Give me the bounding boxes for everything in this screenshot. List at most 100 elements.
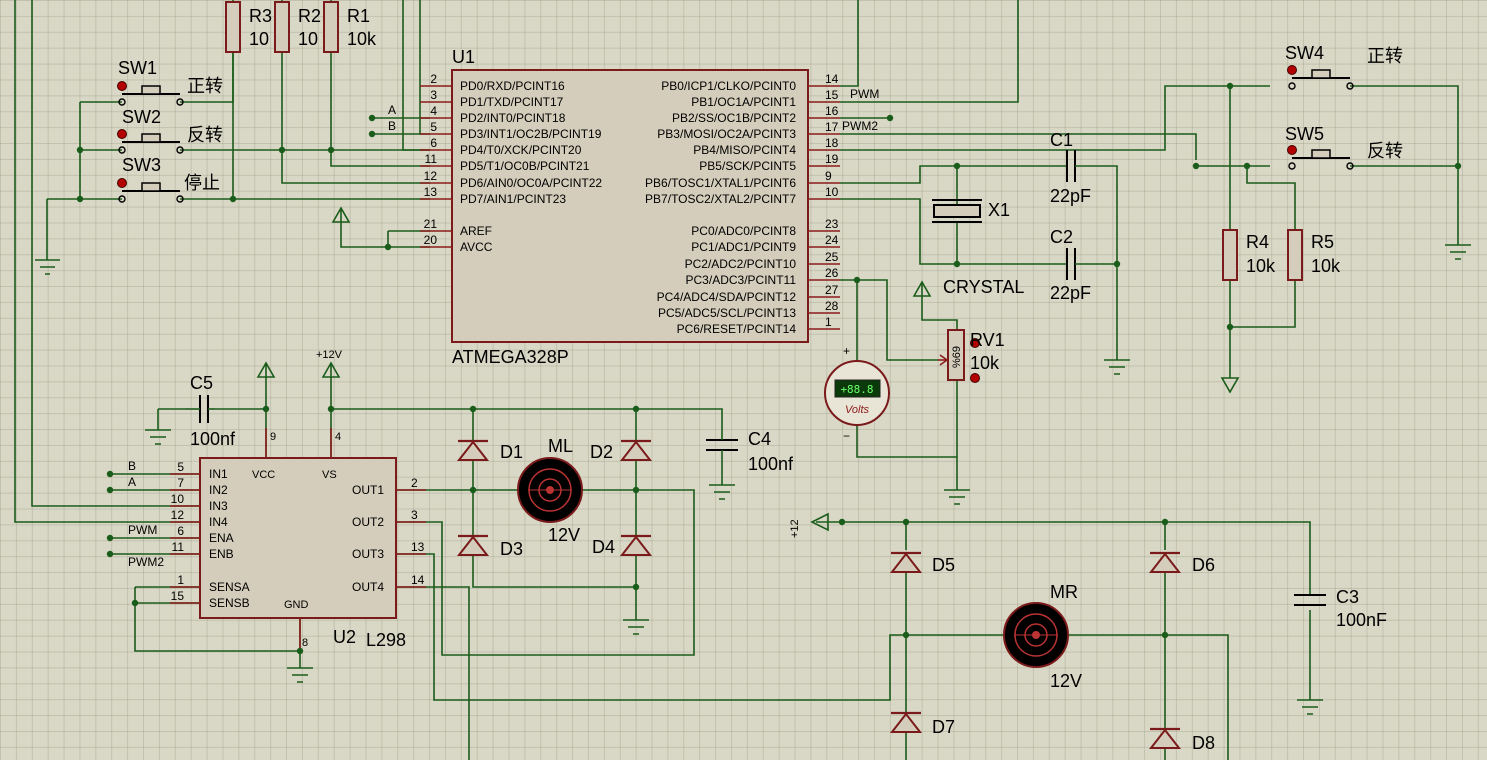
mcu-pin-name: PB6/TOSC1/XTAL1/PCINT6 [645,176,796,190]
rv1-ref: RV1 [970,330,1005,350]
mcu-pin-num: 28 [825,299,839,313]
driver-pin-num: 7 [177,476,184,490]
mcu-pin-name: PD4/T0/XCK/PCINT20 [460,143,582,157]
switch-actuator-icon[interactable] [117,178,127,188]
motor-mr[interactable]: MR 12V [1003,582,1082,691]
net-label-a: A [388,103,396,117]
mcu-pin-name: PD2/INT0/PCINT18 [460,111,566,125]
voltmeter[interactable]: +88.8 Volts + − [824,344,890,443]
driver-pin-num: 6 [177,524,184,538]
driver-pin-name: OUT4 [352,580,384,594]
capacitor-c4[interactable]: C4 100nf [706,429,794,474]
voltmeter-reading: +88.8 [840,383,873,396]
diode-d8[interactable]: D8 [1148,727,1215,753]
driver-pin-name: OUT2 [352,515,384,529]
diode-d7[interactable]: D7 [889,711,955,737]
mcu-pin-num: 27 [825,283,839,297]
mcu-pin-num: 16 [825,104,839,118]
x1-part: CRYSTAL [943,277,1024,297]
diode-ref: D7 [932,717,955,737]
mcu-pin-num: 23 [825,217,839,231]
r5-val: 10k [1311,256,1341,276]
driver-pin-num: 3 [411,508,418,522]
switch-actuator-icon[interactable] [1287,65,1297,75]
mcu-pin-name: PC2/ADC2/PCINT10 [685,257,797,271]
crystal-x1[interactable]: X1 CRYSTAL [932,195,1024,297]
net-labels: A B PWM PWM2 B A PWM PWM2 +12V +12 [128,87,879,569]
ml-ref: ML [548,436,573,456]
resistor-r3[interactable]: R3 10 [225,1,272,53]
switch-ref: SW3 [122,155,161,175]
switch-ref: SW2 [122,107,161,127]
capacitor-c1[interactable]: C1 22pF [1050,130,1100,206]
mcu-pin-name: PC1/ADC1/PCINT9 [691,240,796,254]
mcu-pin-num: 11 [425,152,438,166]
motor-ml[interactable]: ML 12V [517,436,583,545]
driver-pin-num: 1 [177,573,184,587]
mcu-pin-name: PB3/MOSI/OC2A/PCINT3 [657,127,796,141]
mcu-pin-num: 15 [825,88,839,102]
mcu-pin-name: PB2/SS/OC1B/PCINT2 [672,111,796,125]
mcu-pin-num: 9 [825,169,832,183]
switch-label: 反转 [187,125,223,145]
r3-val: 10 [249,29,269,49]
diode-d1[interactable]: D1 [456,439,523,462]
net-label-pwm-2: PWM [128,523,157,537]
switch-label: 停止 [184,173,220,193]
resistor-r1[interactable]: R1 10k [323,1,377,53]
mcu-pin-num: 14 [825,72,839,86]
mcu-pin-name: PD6/AIN0/OC0A/PCINT22 [460,176,602,190]
driver-vcc-num: 9 [270,431,276,443]
driver-pin-num: 15 [171,589,185,603]
diode-ref: D8 [1192,733,1215,753]
mcu-pin-name: PB5/SCK/PCINT5 [699,159,796,173]
r1-ref: R1 [347,6,370,26]
capacitor-c5[interactable]: C5 100nf [185,373,236,449]
switch-sw3[interactable]: SW3 停止 [117,155,221,203]
driver-part: L298 [366,630,406,650]
mcu-pin-num: 6 [430,136,437,150]
diode-d4[interactable]: D4 [592,534,653,557]
resistor-r4[interactable]: R4 10k [1222,229,1276,281]
mcu-pin-num: 4 [430,104,437,118]
diode-d6[interactable]: D6 [1148,551,1215,575]
capacitor-c2[interactable]: C2 22pF [1050,227,1100,303]
resistor-r2[interactable]: R2 10 [274,1,321,53]
driver-pin-num: 2 [411,476,418,490]
switch-sw2[interactable]: SW2 反转 [117,107,224,154]
x1-ref: X1 [988,200,1010,220]
mcu-pin-name: PC4/ADC4/SDA/PCINT12 [657,290,797,304]
c4-val: 100nf [748,454,794,474]
mcu-pin-num: 3 [430,88,437,102]
resistor-r5[interactable]: R5 10k [1287,229,1341,281]
net-label-b-2: B [128,459,136,473]
ml-val: 12V [548,525,580,545]
mcu-pin-num: 20 [424,233,438,247]
capacitor-c3[interactable]: C3 100nF [1294,587,1387,630]
mcu-pin-name: PD3/INT1/OC2B/PCINT19 [460,127,602,141]
driver-pin-num: 5 [177,460,184,474]
switch-actuator-icon[interactable] [1287,145,1297,155]
diode-d2[interactable]: D2 [590,439,653,462]
switch-ref: SW4 [1285,43,1324,63]
switch-actuator-icon[interactable] [117,81,127,91]
switch-actuator-icon[interactable] [117,129,127,139]
diode-d3[interactable]: D3 [456,534,523,559]
mcu-right-pins: 14PB0/ICP1/CLKO/PCINT015PB1/OC1A/PCINT11… [645,72,840,336]
mcu-pin-num: 13 [424,185,438,199]
potentiometer-rv1[interactable]: %69 RV1 10k [938,329,1005,383]
net-label-b: B [388,119,396,133]
diode-ref: D6 [1192,555,1215,575]
r2-val: 10 [298,29,318,49]
diode-ref: D4 [592,537,615,557]
diode-d5[interactable]: D5 [889,551,955,575]
